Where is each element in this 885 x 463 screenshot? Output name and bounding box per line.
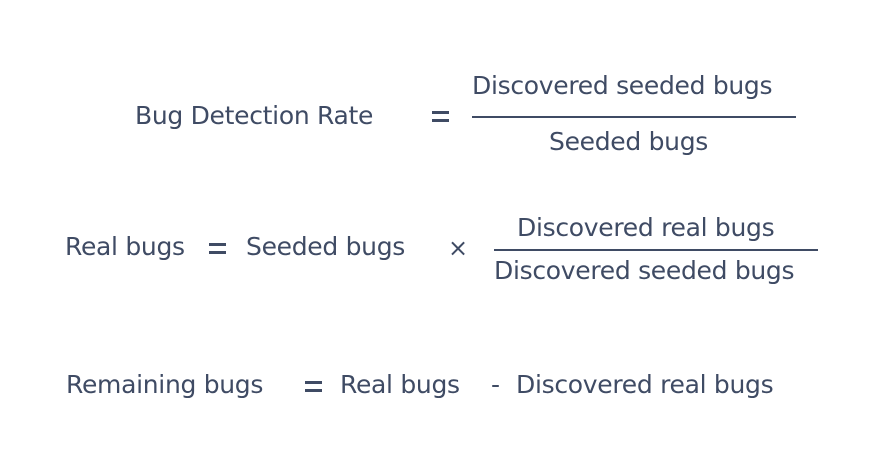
numerator-discovered-real-bugs: Discovered real bugs — [517, 213, 775, 242]
multiply-sign: × — [448, 234, 468, 262]
seeded-bugs-factor: Seeded bugs — [246, 232, 406, 261]
remaining-bugs-label: Remaining bugs — [66, 370, 264, 399]
equals-sign — [305, 381, 322, 392]
fraction-bar — [472, 116, 796, 118]
equals-sign — [432, 111, 449, 122]
denominator-seeded-bugs: Seeded bugs — [549, 127, 709, 156]
minus-sign: - — [491, 370, 500, 399]
numerator-discovered-seeded-bugs: Discovered seeded bugs — [472, 71, 773, 100]
real-bugs-label: Real bugs — [65, 232, 185, 261]
fraction-bar — [494, 249, 818, 251]
discovered-real-bugs-subtrahend: Discovered real bugs — [516, 370, 774, 399]
bug-detection-rate-label: Bug Detection Rate — [135, 101, 374, 130]
equals-sign — [209, 243, 226, 254]
denominator-discovered-seeded-bugs: Discovered seeded bugs — [494, 256, 795, 285]
real-bugs-minuend: Real bugs — [340, 370, 460, 399]
